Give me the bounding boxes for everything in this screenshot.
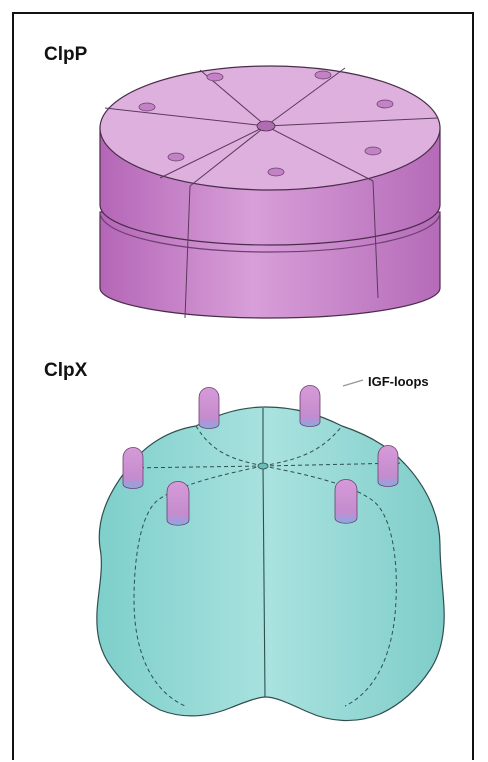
igf-loop-icon — [199, 388, 219, 429]
clpp-complex — [100, 66, 440, 318]
clpx-central-pore — [258, 463, 268, 469]
clpx-label: ClpX — [44, 360, 87, 382]
igf-loop-icon — [378, 446, 398, 487]
igf-loop-icon — [335, 480, 357, 524]
igf-loop-icon — [167, 482, 189, 526]
clpp-label: ClpP — [44, 44, 87, 66]
igf-leader-line — [343, 380, 363, 386]
igf-loops-label: IGF-loops — [368, 374, 429, 389]
clpp-central-pore — [257, 121, 275, 131]
igf-loop-icon — [123, 448, 143, 489]
igf-loop-icon — [300, 386, 320, 427]
clpx-complex — [97, 380, 444, 721]
